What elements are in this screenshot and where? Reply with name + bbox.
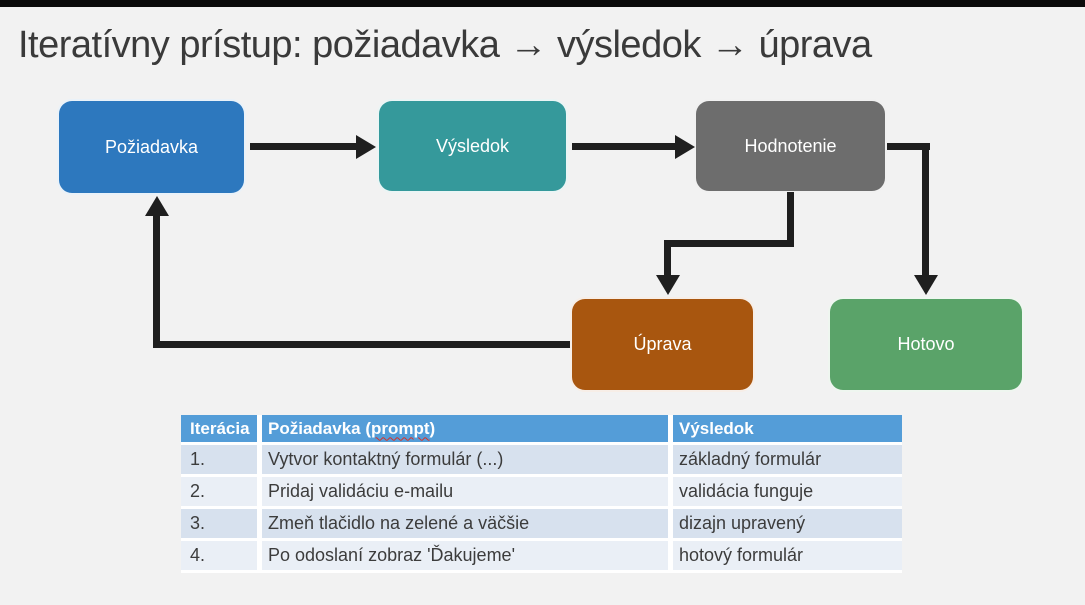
column-header-poziadavka-prompt: Požiadavka (prompt) xyxy=(262,415,668,442)
table-row-3-iteration: 3. xyxy=(181,509,257,538)
node-label: Hotovo xyxy=(897,334,955,354)
arrowhead-up-icon xyxy=(145,196,169,216)
top-black-bar xyxy=(0,0,1085,7)
node-vysledok: Výsledok xyxy=(377,99,568,193)
arrowhead-down-icon xyxy=(656,275,680,295)
arrow-hodnotenie-to-hotovo xyxy=(887,143,930,150)
node-label: Výsledok xyxy=(435,135,510,156)
arrow-vysledok-to-hodnotenie xyxy=(572,143,675,150)
node-uprava: Úprava xyxy=(570,297,755,392)
table-row-2-iteration: 2. xyxy=(181,477,257,506)
arrow-hodnotenie-to-hotovo xyxy=(922,143,929,275)
column-header-vysledok: Výsledok xyxy=(673,415,902,442)
misspelled-word: prompt xyxy=(371,418,430,438)
arrowhead-right-icon xyxy=(675,135,695,159)
iterations-table: Iterácia Požiadavka (prompt) Výsledok 1.… xyxy=(181,415,902,573)
node-hotovo: Hotovo xyxy=(828,297,1024,392)
table-row-3-prompt: Zmeň tlačidlo na zelené a väčšie xyxy=(262,509,668,538)
table-row-1-prompt: Vytvor kontaktný formulár (...) xyxy=(262,445,668,474)
header-text: Požiadavka ( xyxy=(268,418,371,438)
arrow-uprava-to-poziadavka xyxy=(153,214,160,348)
arrowhead-down-icon xyxy=(914,275,938,295)
table-row-3-result: dizajn upravený xyxy=(673,509,902,538)
slide-title: Iteratívny prístup: požiadavka → výsledo… xyxy=(18,24,872,66)
node-hodnotenie: Hodnotenie xyxy=(694,99,887,193)
node-label: Hodnotenie xyxy=(744,135,837,156)
table-row-2-result: validácia funguje xyxy=(673,477,902,506)
table-row-4-prompt: Po odoslaní zobraz 'Ďakujeme' xyxy=(262,541,668,570)
arrow-hodnotenie-to-uprava xyxy=(787,192,794,244)
arrow-poziadavka-to-vysledok xyxy=(250,143,356,150)
header-text: ) xyxy=(429,418,436,438)
node-label: Požiadavka xyxy=(104,136,199,157)
node-label: Úprava xyxy=(633,334,692,354)
arrow-hodnotenie-to-uprava xyxy=(664,240,794,247)
arrow-hodnotenie-to-uprava xyxy=(664,247,671,275)
arrow-uprava-to-poziadavka xyxy=(157,341,570,348)
node-poziadavka: Požiadavka xyxy=(57,99,246,195)
table-row-1-iteration: 1. xyxy=(181,445,257,474)
table-row-1-result: základný formulár xyxy=(673,445,902,474)
column-header-iteracia: Iterácia xyxy=(181,415,257,442)
table-row-2-prompt: Pridaj validáciu e-mailu xyxy=(262,477,668,506)
arrowhead-right-icon xyxy=(356,135,376,159)
table-row-4-iteration: 4. xyxy=(181,541,257,570)
table-row-4-result: hotový formulár xyxy=(673,541,902,570)
